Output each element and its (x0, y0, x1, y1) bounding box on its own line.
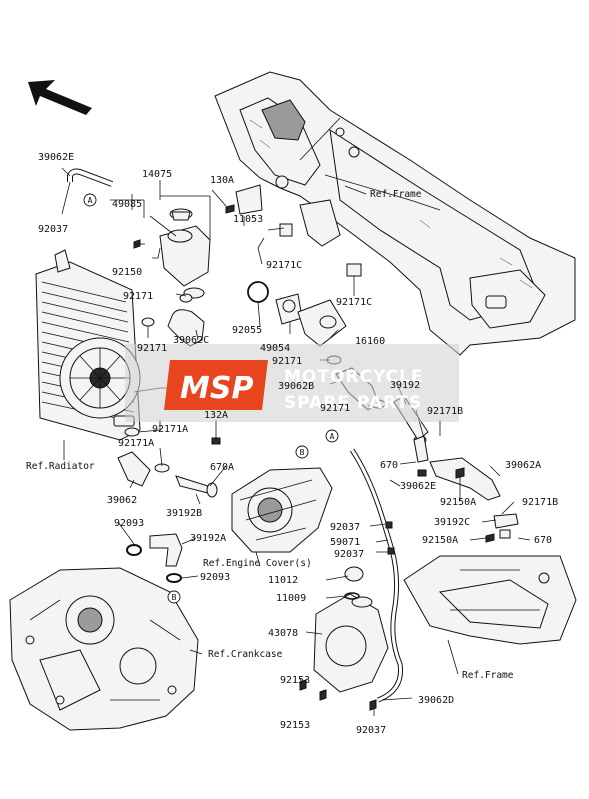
label-39062E-mid: 39062E (400, 481, 436, 492)
label-59071: 59071 (330, 537, 360, 548)
label-92153-a: 92153 (280, 675, 310, 686)
label-43078: 43078 (268, 628, 298, 639)
label-670A: 670A (210, 462, 234, 473)
ref-engine-cover: Ref.Engine Cover(s) (203, 558, 312, 569)
part-labels: 39062E 92037 14075 49085 130A 11053 9215… (26, 152, 558, 736)
label-39062: 39062 (107, 495, 137, 506)
label-92171A-b: 92171A (118, 438, 154, 449)
watermark: MSP MOTORCYCLE SPARE PARTS (125, 344, 459, 422)
label-92037-b: 92037 (334, 549, 364, 560)
watermark-line1: MOTORCYCLE (284, 367, 424, 387)
frame-bottom-drawing (403, 555, 577, 645)
ref-radiator: Ref.Radiator (26, 461, 95, 472)
label-92171-b: 92171 (137, 343, 167, 354)
o-ring-92093 (126, 544, 182, 583)
leader-lines (61, 167, 531, 716)
label-130A: 130A (210, 175, 234, 186)
label-39062E-top: 39062E (38, 152, 74, 163)
watermark-logo-badge (164, 360, 268, 410)
label-11053: 11053 (233, 214, 263, 225)
label-16160: 16160 (355, 336, 385, 347)
label-670-a: 670 (380, 460, 398, 471)
hose-39062 (117, 451, 151, 487)
svg-text:A: A (88, 196, 93, 205)
label-92037-top: 92037 (38, 224, 68, 235)
label-92150: 92150 (112, 267, 142, 278)
ref-frame-bottom: Ref.Frame (462, 670, 514, 681)
watermark-logo-text: MSP (180, 371, 253, 406)
crankcase-drawing (9, 567, 199, 731)
ref-frame-top: Ref.Frame (370, 189, 422, 200)
label-39062A: 39062A (505, 460, 541, 471)
label-670-b: 670 (534, 535, 552, 546)
label-92055: 92055 (232, 325, 262, 336)
label-92093-a: 92093 (114, 518, 144, 529)
bolts (133, 204, 495, 711)
label-92037-a: 92037 (330, 522, 360, 533)
label-92171-a: 92171 (123, 291, 153, 302)
label-132A: 132A (204, 410, 228, 421)
frame-top-drawing (214, 71, 576, 356)
ref-crankcase: Ref.Crankcase (208, 649, 283, 660)
label-92153-b: 92153 (280, 720, 310, 731)
label-11009: 11009 (276, 593, 306, 604)
filler-neck-drawing (159, 208, 211, 299)
label-92037-c: 92037 (356, 725, 386, 736)
label-39192C: 39192C (434, 517, 470, 528)
direction-arrow-icon (28, 80, 92, 115)
label-92171B-b: 92171B (522, 497, 558, 508)
label-39192A: 39192A (190, 533, 226, 544)
hose-39062E-top (67, 168, 114, 187)
hose-39062A (429, 457, 501, 501)
label-92150A-b: 92150A (422, 535, 458, 546)
callout-B-bottom: B (167, 590, 181, 604)
callout-A-mid: A (325, 429, 339, 443)
engine-cover-drawing (231, 467, 333, 553)
svg-text:B: B (172, 593, 177, 602)
hose-39062E-mid (349, 448, 404, 703)
label-92171A-a: 92171A (152, 424, 188, 435)
svg-text:A: A (330, 432, 335, 441)
svg-text:B: B (300, 448, 305, 457)
label-92171C-a: 92171C (266, 260, 302, 271)
label-39192: 39192 (390, 380, 420, 391)
label-39192B: 39192B (166, 508, 202, 519)
label-14075: 14075 (142, 169, 172, 180)
watermark-line2: SPARE PARTS (284, 393, 422, 413)
pipe-39192C (493, 513, 519, 539)
label-39062C: 39062C (173, 335, 209, 346)
label-92171C-b: 92171C (336, 297, 372, 308)
label-39062B: 39062B (278, 381, 314, 392)
label-49085: 49085 (112, 199, 142, 210)
label-39062D: 39062D (418, 695, 454, 706)
pipe-39192B (175, 475, 218, 498)
label-49054: 49054 (260, 343, 290, 354)
label-92171-d: 92171 (320, 403, 350, 414)
o-ring-92055 (247, 281, 269, 303)
callout-A-top: A (83, 193, 97, 207)
label-92171-c: 92171 (272, 356, 302, 367)
label-11012: 11012 (268, 575, 298, 586)
water-pump-drawing (313, 566, 389, 693)
label-92171B-a: 92171B (427, 406, 463, 417)
hose-39062C (167, 309, 205, 347)
label-92150A-a: 92150A (440, 497, 476, 508)
label-92093-b: 92093 (200, 572, 230, 583)
pipe-39192A (149, 533, 183, 567)
thermostat-49054 (275, 293, 303, 325)
callout-B-mid: B (295, 445, 309, 459)
